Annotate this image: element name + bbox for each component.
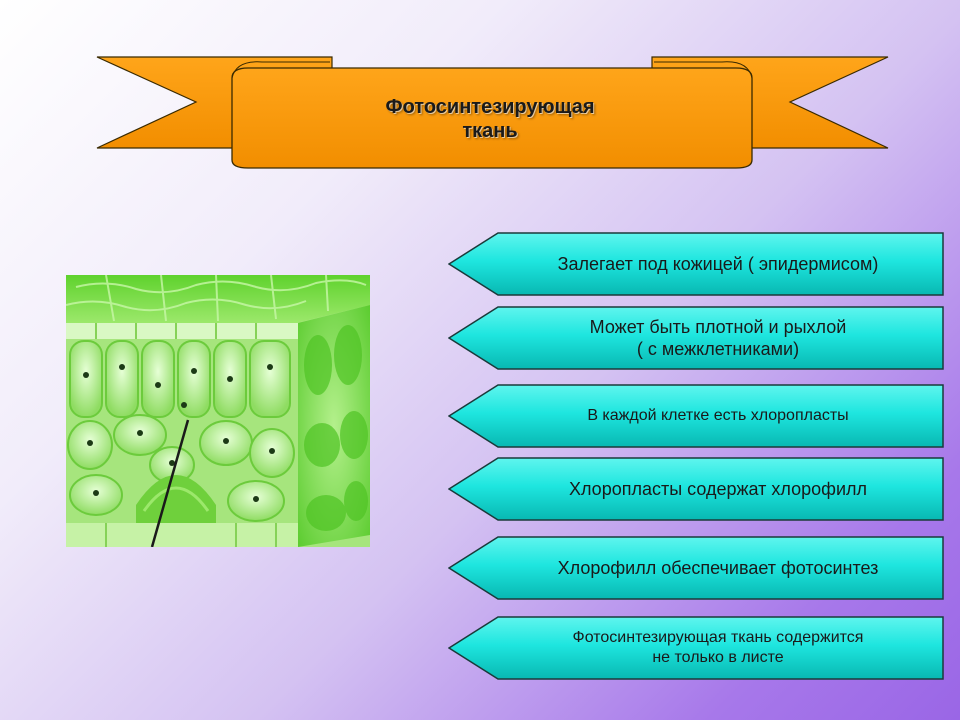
fact-arrow-3: В каждой клетке есть хлоропласты: [448, 384, 944, 448]
fact-text: Залегает под кожицей ( эпидермисом): [498, 232, 938, 296]
arrow-shape: [448, 616, 944, 680]
fact-line-2: ( с межклетниками): [636, 339, 800, 359]
fact-text: Может быть плотной и рыхлой ( с межклетн…: [498, 306, 938, 370]
fact-arrow-2: Может быть плотной и рыхлой ( с межклетн…: [448, 306, 944, 370]
fact-text: Фотосинтезирующая ткань содержится не то…: [498, 616, 938, 680]
arrow-shape: [448, 457, 944, 521]
arrow-shape: [448, 536, 944, 600]
leaf-cross-section-illustration: [65, 274, 370, 548]
fact-line-1: В каждой клетке есть хлоропласты: [587, 407, 849, 424]
title-banner: [96, 56, 889, 169]
fact-text: В каждой клетке есть хлоропласты: [498, 384, 938, 448]
title-line-2: ткань: [462, 120, 518, 142]
fact-arrow-5: Хлорофилл обеспечивает фотосинтез: [448, 536, 944, 600]
page-title: Фотосинтезирующая ткань: [300, 95, 680, 143]
arrow-shape: [448, 306, 944, 370]
banner-body: [231, 67, 753, 169]
fact-arrow-6: Фотосинтезирующая ткань содержится не то…: [448, 616, 944, 680]
fact-arrow-4: Хлоропласты содержат хлорофилл: [448, 457, 944, 521]
arrow-shape: [448, 232, 944, 296]
fact-text: Хлоропласты содержат хлорофилл: [498, 457, 938, 521]
arrow-shape: [448, 384, 944, 448]
fact-line-1: Фотосинтезирующая ткань содержится: [572, 629, 864, 646]
fact-arrow-1: Залегает под кожицей ( эпидермисом): [448, 232, 944, 296]
fact-line-1: Хлорофилл обеспечивает фотосинтез: [557, 558, 879, 578]
fact-line-2: не только в листе: [652, 649, 784, 666]
fact-line-1: Хлоропласты содержат хлорофилл: [568, 479, 868, 499]
fact-line-1: Может быть плотной и рыхлой: [589, 317, 847, 337]
title-line-1: Фотосинтезирующая: [385, 96, 595, 118]
fact-line-1: Залегает под кожицей ( эпидермисом): [557, 254, 879, 274]
fact-text: Хлорофилл обеспечивает фотосинтез: [498, 536, 938, 600]
